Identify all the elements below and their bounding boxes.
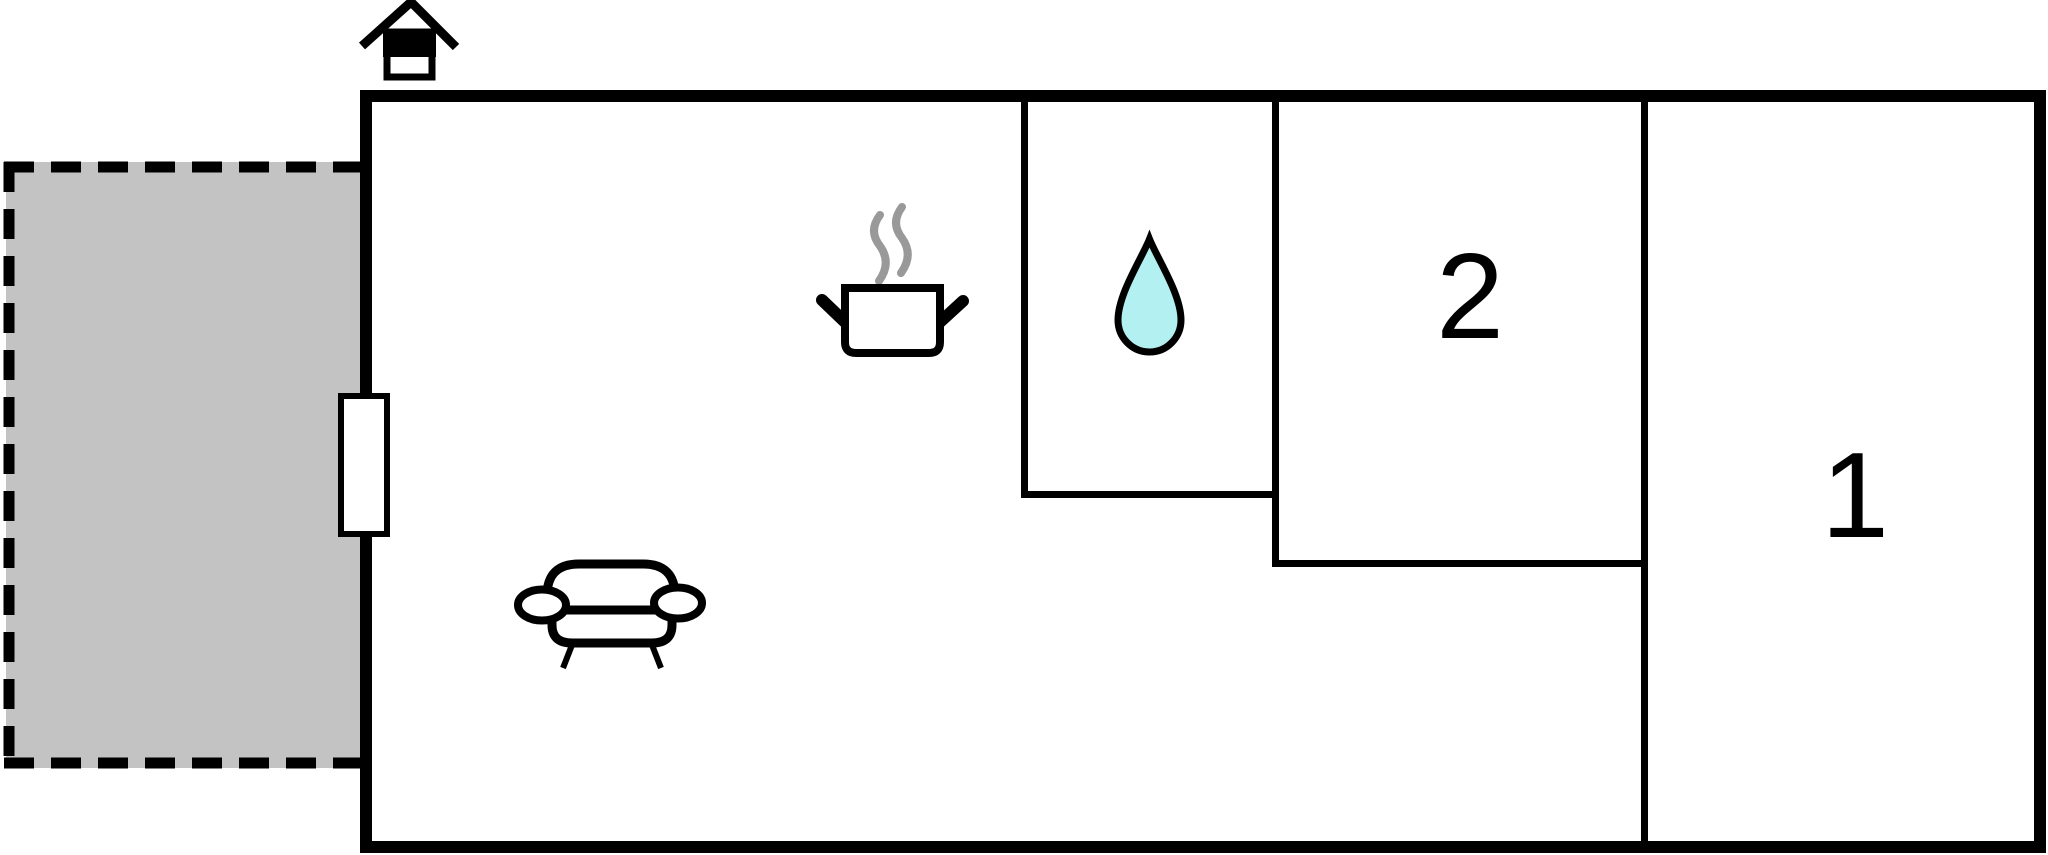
steam-icon — [870, 203, 912, 285]
sofa-icon — [514, 559, 706, 670]
interior-wall-bedroom2-left — [1272, 102, 1279, 567]
steam-line-right — [892, 203, 912, 277]
water-drop-shape — [1114, 229, 1185, 356]
sofa-armrest-left — [514, 585, 570, 625]
interior-wall-bathroom-left — [1021, 102, 1028, 498]
steam-line-left — [870, 211, 890, 285]
sofa-armrest-right — [650, 583, 706, 623]
entrance-door — [338, 393, 390, 537]
sofa-backrest — [542, 559, 680, 613]
water-drop-icon — [1114, 229, 1185, 356]
terrace-area — [3, 161, 366, 769]
interior-wall-bathroom-bottom — [1021, 491, 1279, 498]
house-body-top — [383, 29, 436, 57]
building-outline — [360, 90, 2046, 853]
sofa-seat-front — [547, 613, 677, 648]
terrace-fill — [6, 162, 366, 768]
cooking-pot-icon — [816, 203, 969, 357]
house-roof — [358, 0, 460, 51]
pot-body — [841, 284, 944, 357]
entrance-house-icon — [358, 0, 460, 81]
terrace-dashed-border — [3, 161, 366, 769]
sofa-leg-right — [649, 643, 664, 670]
room-label-1: 1 — [1821, 427, 1889, 563]
interior-wall-bedroom1-left — [1641, 102, 1648, 853]
room-label-2: 2 — [1436, 228, 1504, 364]
sofa-leg-left — [560, 643, 575, 670]
interior-wall-bedroom2-bottom — [1272, 560, 1648, 567]
